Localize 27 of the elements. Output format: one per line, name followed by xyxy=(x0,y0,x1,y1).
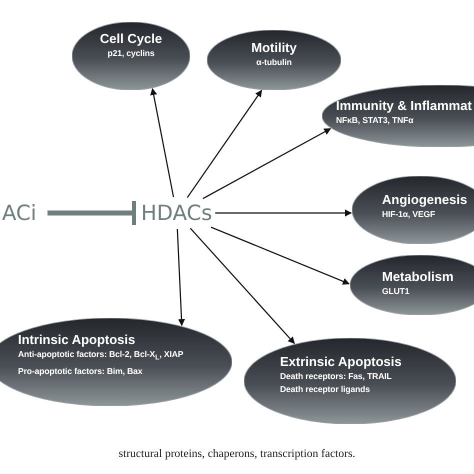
ellipse-title: Cell Cycle xyxy=(98,30,164,47)
inhibition-line xyxy=(48,201,136,225)
ellipse-text: p21, cyclins xyxy=(106,47,156,60)
ellipse-text: Death receptor ligands xyxy=(280,383,371,396)
arrow xyxy=(186,90,262,198)
caption: structural proteins, chaperons, transcription factors. xyxy=(118,448,356,460)
ellipse-title: Angiogenesis xyxy=(382,191,468,208)
ellipse-title: Metabolism xyxy=(382,268,455,285)
arrow xyxy=(202,128,332,200)
ellipse-title: Motility xyxy=(250,39,298,56)
ellipse-title: Intrinsic Apoptosis xyxy=(18,331,136,348)
node-label: HDACs xyxy=(141,200,212,226)
ellipse-title: Immunity & Inflammat xyxy=(336,97,473,114)
ellipse-text: Anti-apoptotic factors: Bcl-2, Bcl-X$_{L}$, XIAP xyxy=(18,348,184,364)
arrow xyxy=(150,88,174,198)
ellipse-text: HIF-1α, VEGF xyxy=(382,208,436,221)
ellipse-text: NFκB, STAT3, TNFα xyxy=(336,114,414,127)
arrow xyxy=(215,210,352,216)
arrow xyxy=(190,228,295,344)
ellipse-text: α-tubulin xyxy=(255,56,293,69)
node-label: ACi xyxy=(2,200,36,226)
arrow xyxy=(176,228,186,326)
arrow xyxy=(210,226,350,285)
ellipse-title: Extrinsic Apoptosis xyxy=(280,353,403,370)
ellipse-text: GLUT1 xyxy=(382,285,410,298)
ellipse-text: Pro-apoptotic factors: Bim, Bax xyxy=(18,364,144,378)
ellipse-text: Death receptors: Fas, TRAIL xyxy=(280,370,393,383)
